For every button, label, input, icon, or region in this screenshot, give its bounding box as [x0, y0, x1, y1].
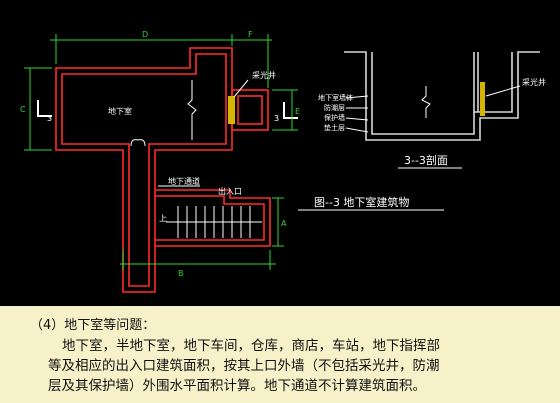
rule-text: 地下室，半地下室，地下车间，仓库，商店，车站，地下指挥部 等及相应的出入口建筑面…	[48, 336, 532, 396]
wall-label-1: 防潮层	[324, 103, 345, 112]
section-break-line	[421, 86, 431, 118]
rule-line-2: 等及相应的出入口建筑面积，按其上口外墙（不包括采光井，防潮	[48, 358, 440, 374]
door-swing	[130, 139, 146, 147]
dimension-lines	[24, 34, 298, 270]
stairs	[166, 206, 262, 238]
figure-caption: 图--3 地下室建筑物	[314, 195, 409, 209]
basement-label: 地下室	[108, 106, 132, 116]
dim-c-label: C	[20, 105, 26, 114]
passage-label: 地下通道	[168, 176, 200, 186]
section-lightwell-label: 采光井	[522, 77, 546, 87]
protection-wall-hatch	[228, 96, 235, 124]
section-mark-left-label: 3	[47, 114, 52, 123]
rule-line-1: 地下室，半地下室，地下车间，仓库，商店，车站，地下指挥部	[62, 338, 440, 354]
wall-label-0: 地下室墙体	[318, 93, 353, 102]
dim-b-label: B	[178, 269, 184, 278]
architectural-drawing: 3 3 D F C	[20, 30, 546, 293]
passage-wall	[155, 189, 271, 247]
wall-label-3: 垫土层	[324, 123, 345, 132]
basement-inner-wall	[61, 53, 227, 287]
section-mark-right-label: 3	[274, 114, 279, 123]
section-outer-wall	[344, 51, 540, 141]
lightwell-inner	[237, 95, 263, 125]
dim-a-label: A	[281, 219, 287, 228]
wall-label-2: 保护墙	[324, 113, 345, 122]
section-view: 地下室墙体 防潮层 保护墙 垫土层 采光井 3--3剖面	[318, 51, 546, 169]
plan-view: 3 3 D F C	[20, 30, 300, 293]
section-heading: （4）地下室等问题：	[30, 318, 156, 333]
section-mark-right	[283, 102, 298, 119]
rule-line-3: 层及其保护墙）外围水平面积计算。地下通道不计算建筑面积。	[48, 378, 426, 394]
stair-up-label: 上	[159, 214, 167, 223]
section-hatch	[480, 82, 485, 116]
section-inner-wall	[371, 52, 513, 135]
section-mark-left	[37, 100, 52, 117]
section-title: 3--3剖面	[404, 153, 448, 167]
break-line	[187, 80, 197, 140]
basement-outer-wall	[55, 47, 233, 293]
entrance-label: 出入口	[218, 186, 242, 196]
dim-e-label: E	[295, 107, 300, 116]
text-panel: （4）地下室等问题： 地下室，半地下室，地下车间，仓库，商店，车站，地下指挥部 …	[0, 306, 560, 403]
passage-wall-inner	[155, 195, 265, 241]
dim-f-label: F	[248, 30, 253, 39]
dim-d-label: D	[142, 30, 148, 39]
lightwell-label: 采光井	[252, 70, 276, 80]
